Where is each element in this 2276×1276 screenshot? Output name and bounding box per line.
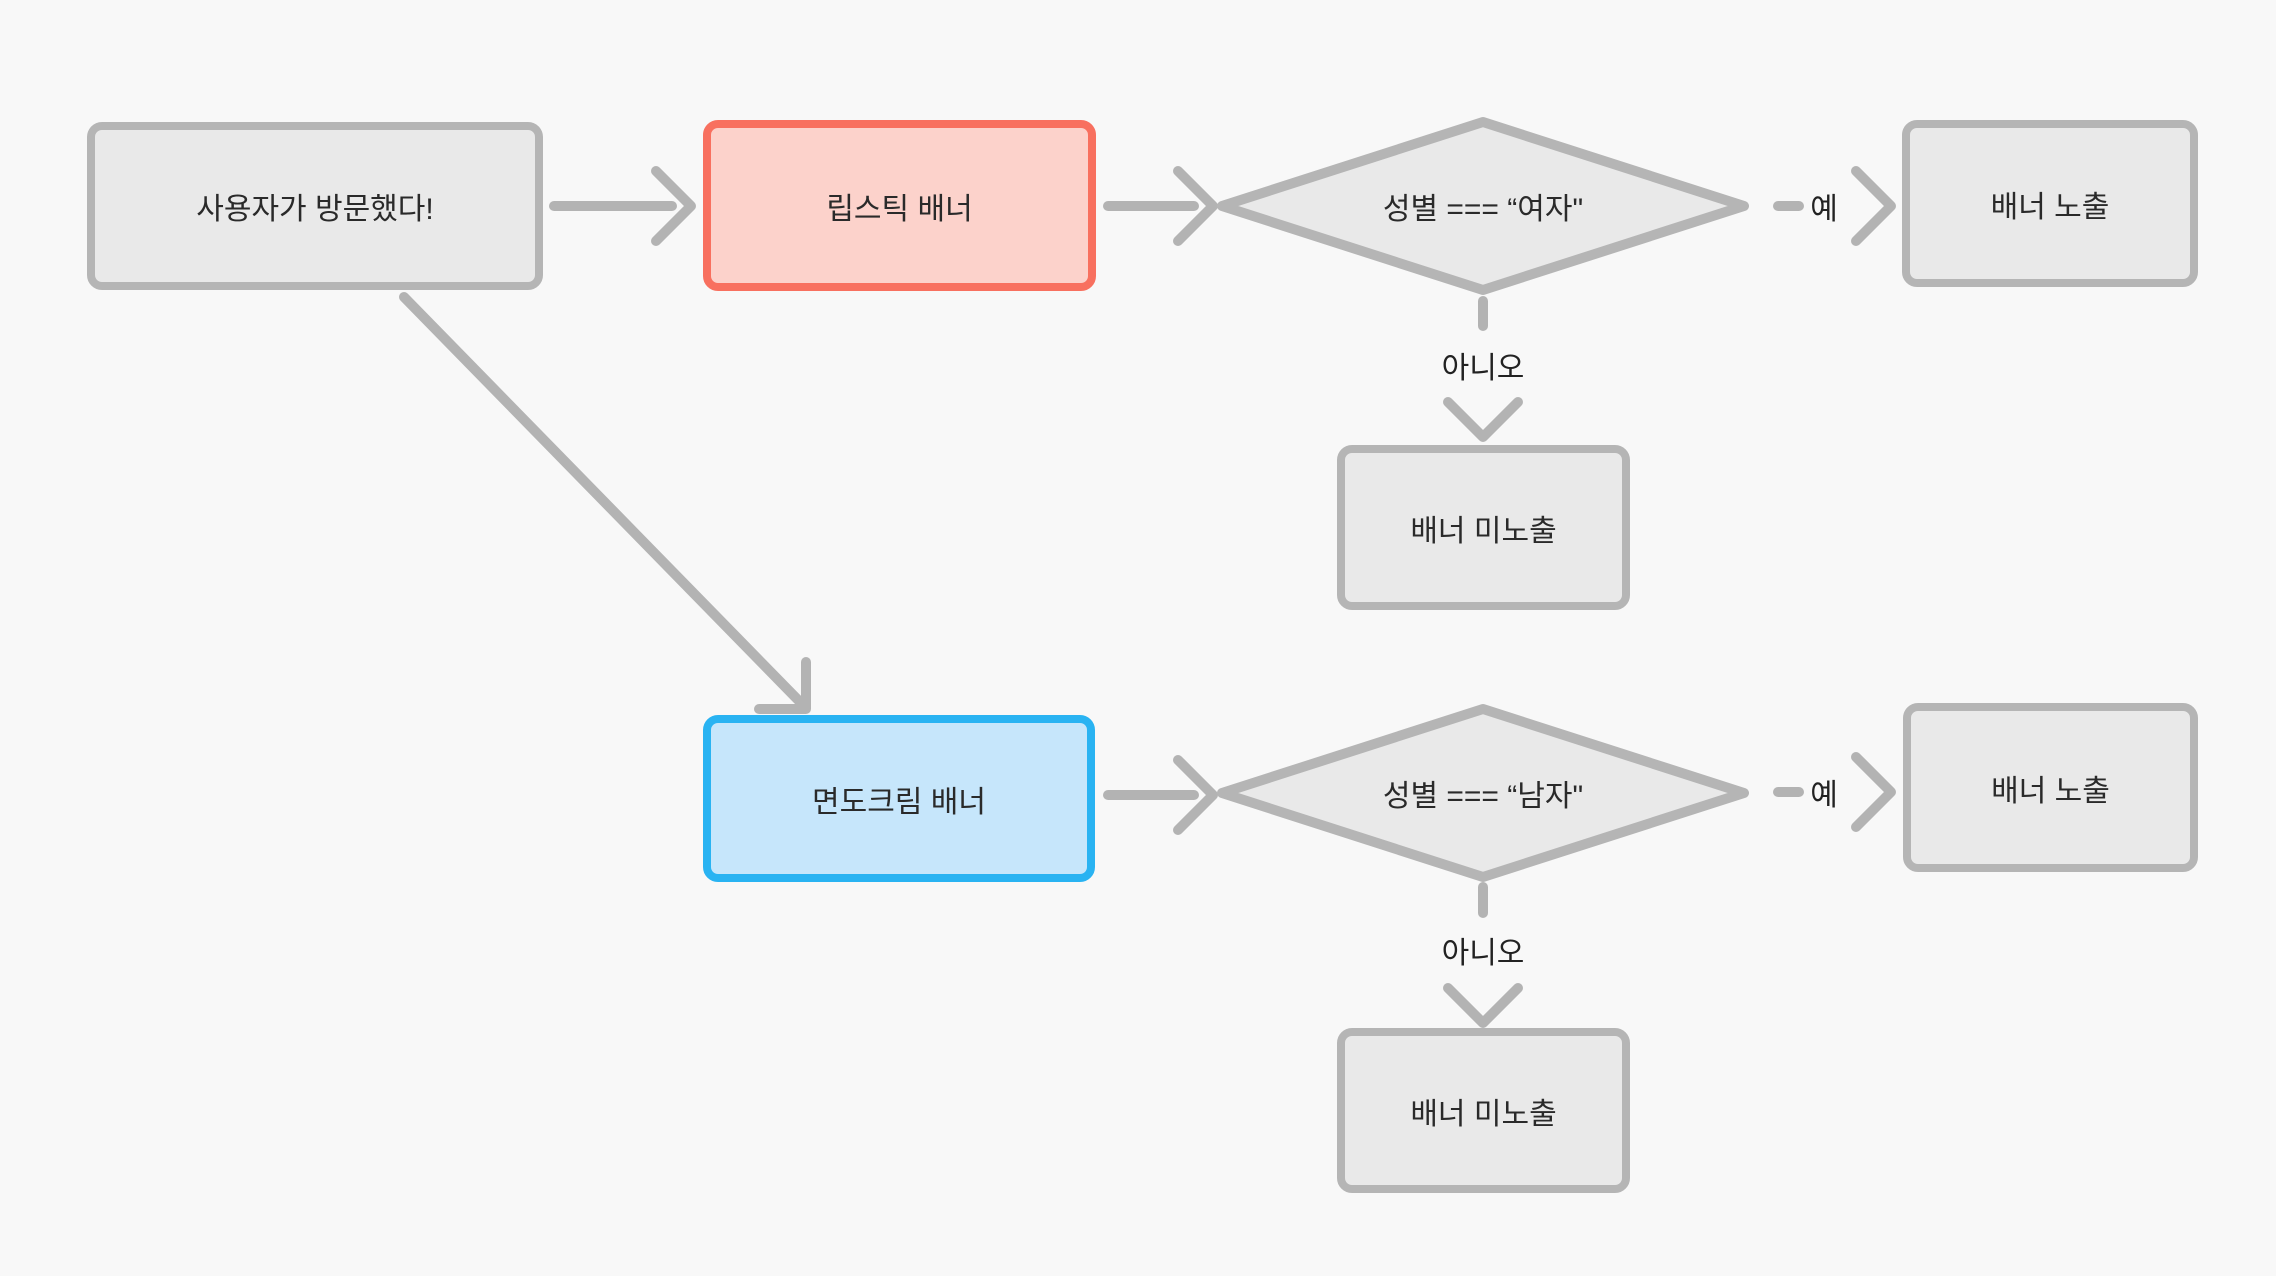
edge-male-yes-arrowhead [1851,752,1896,832]
edge-start-to-shaving [399,292,807,709]
edge-label-female-yes: 예 [1810,193,1838,226]
node-banner-show-2-label: 배너 노출 [1991,774,2110,808]
node-start: 사용자가 방문했다! [87,122,543,290]
node-lipstick-banner-label: 립스틱 배너 [826,192,973,226]
node-banner-hide-1: 배너 미노출 [1337,445,1630,610]
edge-label-female-no: 아니오 [1441,352,1525,385]
edge-label-male-yes: 예 [1810,779,1838,812]
node-gender-female-check-label: 성별 === “여자" [1382,193,1584,226]
node-start-label: 사용자가 방문했다! [196,193,434,226]
edge-lipstick-to-female-check-arrowhead [1173,166,1218,246]
edge-female-yes-arrowhead [1851,166,1896,246]
edge-male-no-arrowhead [1443,983,1523,1028]
edge-start-to-lipstick-arrowhead [651,166,696,246]
node-shaving-cream-banner: 면도크림 배너 [703,715,1095,882]
node-banner-hide-2-label: 배너 미노출 [1410,1097,1557,1131]
edge-female-no-arrowhead [1443,397,1523,442]
edge-label-male-no: 아니오 [1441,937,1525,970]
node-shaving-cream-banner-label: 면도크림 배너 [812,785,986,819]
node-banner-hide-2: 배너 미노출 [1337,1028,1630,1193]
node-banner-show-1-label: 배너 노출 [1990,190,2110,224]
node-lipstick-banner: 립스틱 배너 [703,120,1096,291]
edge-shaving-to-male-check-arrowhead [1173,755,1218,835]
edge-start-to-shaving-arrowhead [754,657,811,714]
diamond-gender-female-check [1217,117,1749,295]
node-banner-show-1: 배너 노출 [1902,120,2198,287]
node-banner-show-2: 배너 노출 [1903,703,2198,872]
diamond-gender-male-check [1217,704,1749,882]
node-banner-hide-1-label: 배너 미노출 [1410,514,1557,548]
node-gender-male-check-label: 성별 === “남자" [1382,780,1584,813]
